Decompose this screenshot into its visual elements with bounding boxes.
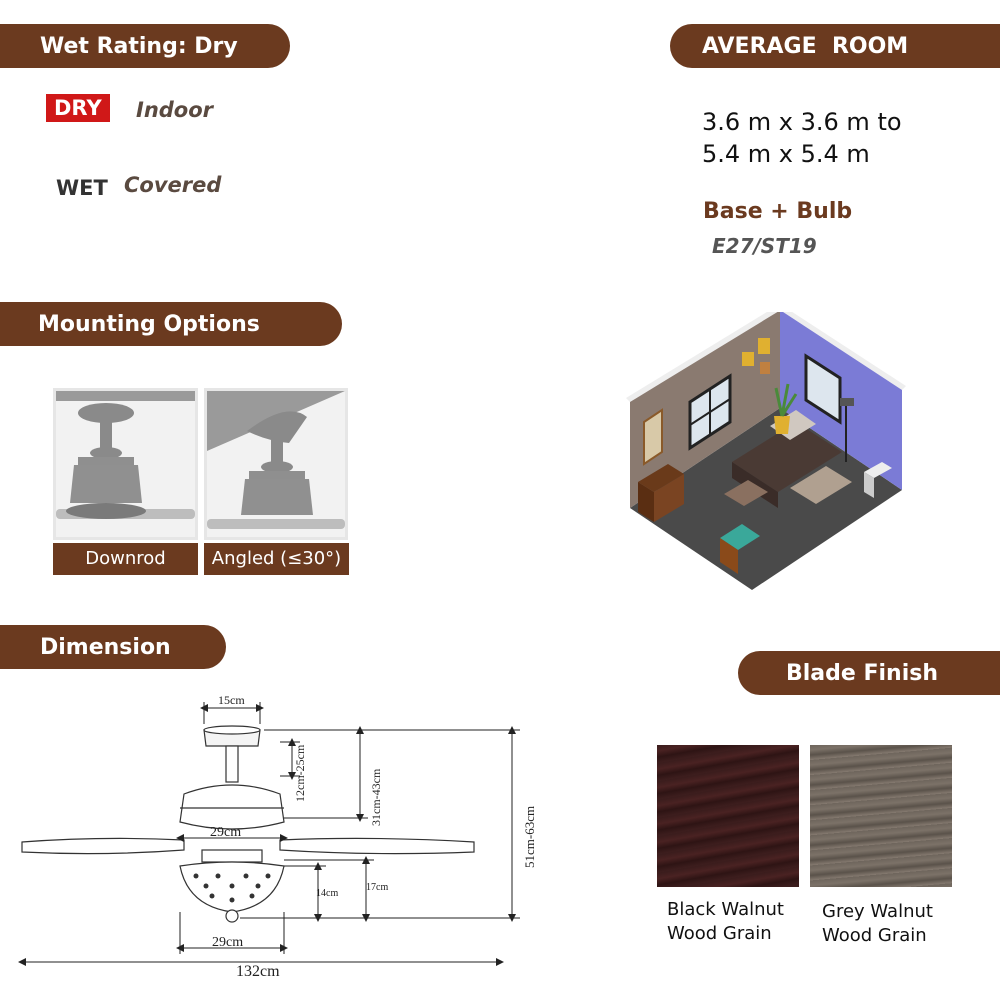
dim-top-width: 15cm [218,693,245,707]
dim-light-total: 17cm [366,882,388,893]
mounting-title: Mounting Options [38,311,260,337]
dim-canopy-height: 12cm-25cm [293,744,307,802]
mount-option-downrod: Downrod [53,543,198,575]
average-room-title: AVERAGE ROOM [702,33,909,59]
swatch-label-black-walnut-line2: Wood Grain [667,923,772,944]
dim-drop-height: 31cm-43cm [369,768,383,826]
wet-rating-title: Wet Rating: Dry [40,33,238,59]
base-bulb-title: Base + Bulb [703,199,853,224]
dim-light-width: 29cm [212,935,243,950]
dry-badge: DRY [46,94,110,122]
swatch-label-black-walnut: Black Walnut Wood Grain [667,898,784,946]
dimension-diagram: 15cm 12cm-25cm 31cm-43cm 51cm-63cm 29cm … [18,693,537,980]
dry-text: Indoor [136,98,214,122]
swatch-black-walnut [657,745,799,887]
wet-label: WET [56,176,108,200]
dim-span: 132cm [236,963,280,980]
dim-light-height: 14cm [316,888,338,899]
average-room-banner: AVERAGE ROOM [670,24,1000,68]
downrod-image [53,388,198,540]
blade-finish-title: Blade Finish [786,660,939,686]
swatch-label-grey-walnut: Grey Walnut Wood Grain [822,900,933,948]
wet-text: Covered [124,173,222,197]
dimension-title: Dimension [40,634,171,660]
mount-option-angled: Angled (≤30°) [204,543,349,575]
room-size-line2: 5.4 m x 5.4 m [702,140,870,168]
swatch-grey-walnut [810,745,952,887]
room-size: 3.6 m x 3.6 m to 5.4 m x 5.4 m [702,106,902,170]
swatch-label-black-walnut-line1: Black Walnut [667,899,784,920]
blade-finish-banner: Blade Finish [738,651,1000,695]
swatch-label-grey-walnut-line1: Grey Walnut [822,901,933,922]
dim-housing-width: 29cm [210,825,241,840]
angled-image [204,388,348,540]
room-illustration [626,312,906,590]
dim-total-height: 51cm-63cm [522,806,537,868]
wet-rating-banner: Wet Rating: Dry [0,24,290,68]
base-bulb-value: E27/ST19 [712,234,817,258]
dimension-banner: Dimension [0,625,226,669]
room-size-line1: 3.6 m x 3.6 m to [702,108,902,136]
mounting-banner: Mounting Options [0,302,342,346]
swatch-label-grey-walnut-line2: Wood Grain [822,925,927,946]
